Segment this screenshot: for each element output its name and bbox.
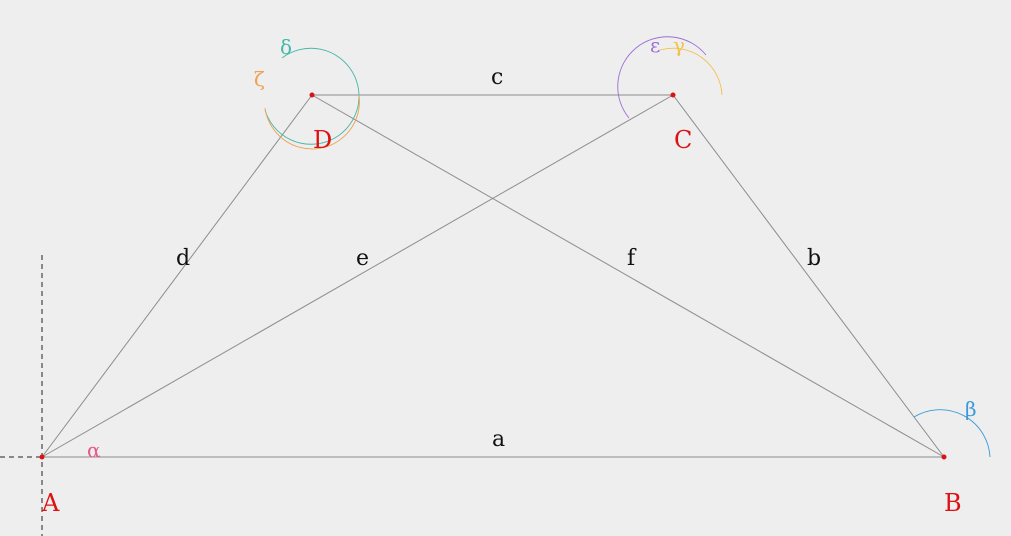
- side-label-f: f: [627, 246, 637, 271]
- angle-label-delta: δ: [280, 35, 292, 59]
- angle-label-alpha: α: [87, 438, 101, 462]
- diagonal-f: [311, 94, 945, 458]
- diagonal-e: [41, 94, 674, 458]
- side-label-a: a: [492, 427, 505, 452]
- angle-label-beta: β: [965, 397, 977, 421]
- vertex-label-C: C: [674, 126, 692, 154]
- side-label-e: e: [356, 246, 369, 271]
- angle-arc-delta: [264, 47, 360, 145]
- angle-label-zeta: ζ: [254, 67, 265, 91]
- angle-label-gamma: γ: [673, 33, 685, 57]
- side-label-b: b: [807, 246, 821, 271]
- vertex-label-A: A: [41, 489, 60, 517]
- vertex-label-B: B: [944, 489, 962, 517]
- side-b: [672, 94, 945, 458]
- vertex-point-C: [670, 92, 676, 98]
- angle-arc-epsilon: [617, 36, 707, 119]
- vertex-point-D: [309, 92, 315, 98]
- side-label-d: d: [176, 246, 190, 271]
- angle-arc-beta: [913, 409, 991, 458]
- side-label-c: c: [491, 65, 503, 90]
- angle-arc-zeta: [264, 94, 360, 150]
- vertex-point-B: [941, 454, 947, 460]
- side-d: [41, 94, 313, 458]
- angle-label-epsilon: ε: [650, 33, 660, 57]
- vertex-point-A: [39, 454, 45, 460]
- angle-arc-gamma: [659, 47, 723, 96]
- vertex-label-D: D: [313, 126, 332, 154]
